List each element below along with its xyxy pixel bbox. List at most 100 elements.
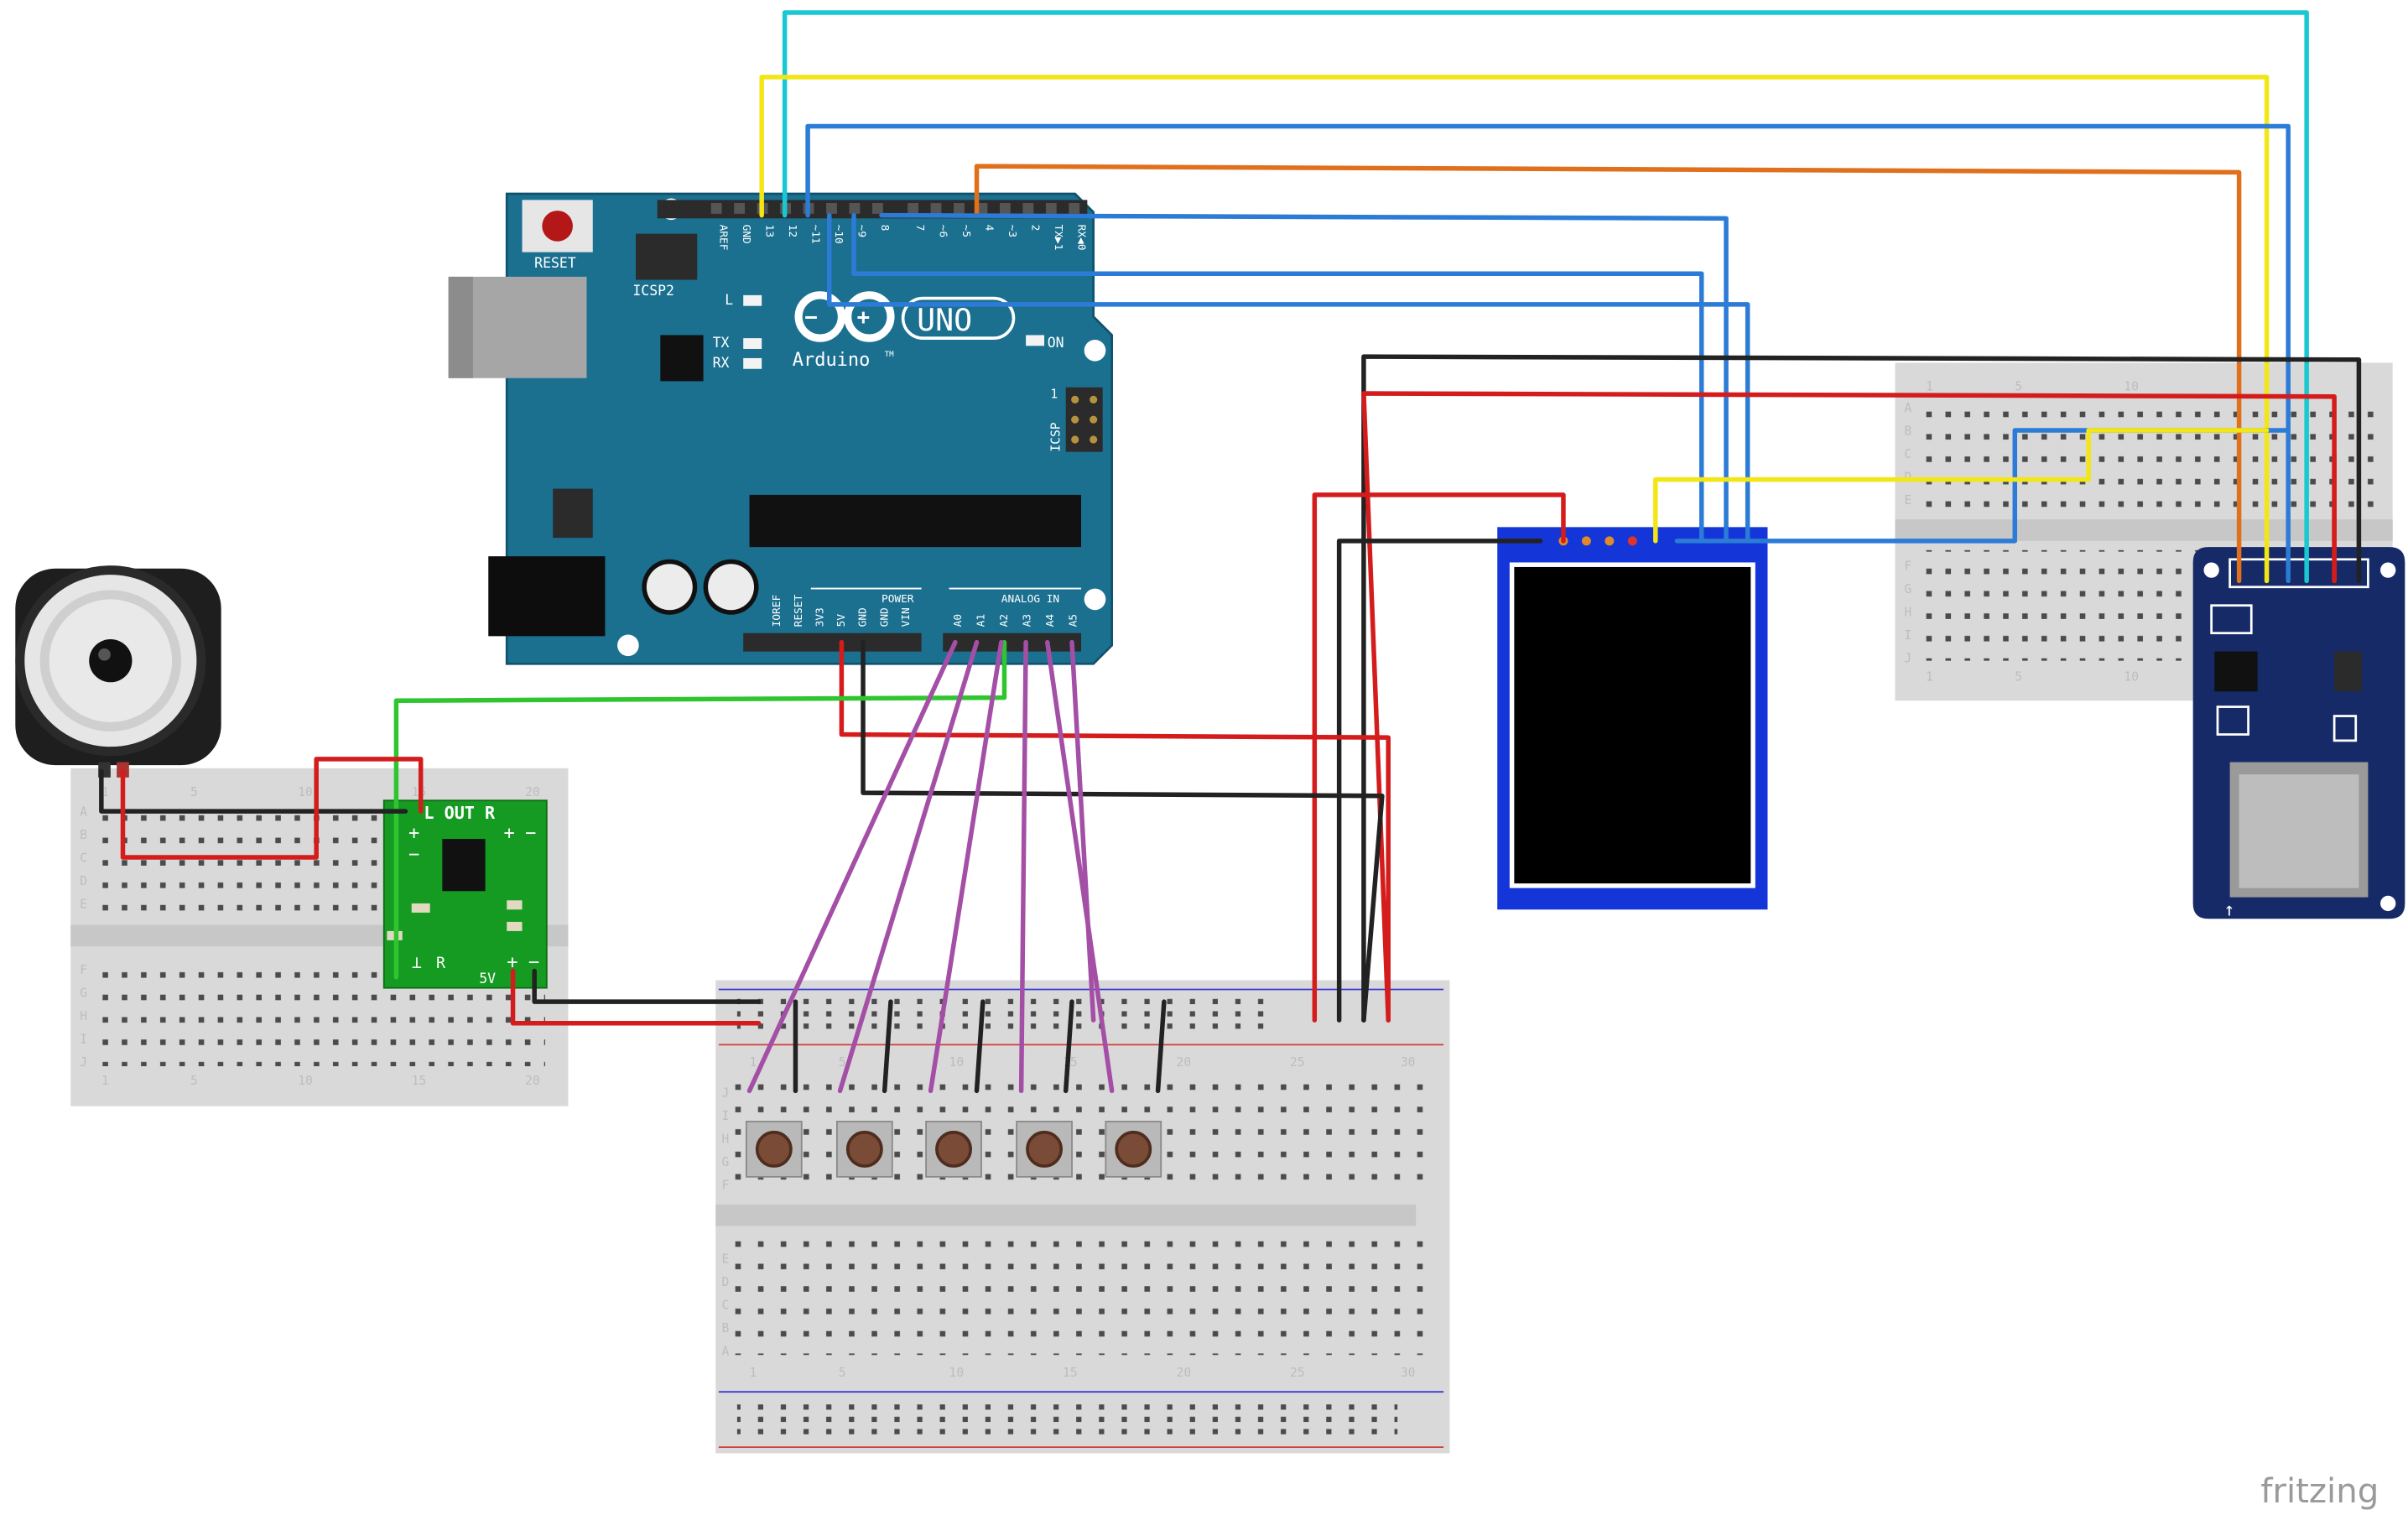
header-pin [930,203,942,214]
row-label: J [1904,651,1911,665]
col-label: 1 [101,785,109,799]
digital-pin-label: RX◀0 [1074,225,1087,251]
row-label: C [1904,447,1911,461]
header-pin [908,203,918,214]
wire-black-top [1361,354,2362,1023]
row-label: H [80,1009,87,1023]
row-label: D [80,874,87,888]
digital-pin-label: ~6 [937,225,949,237]
col-label: 15 [412,1074,427,1088]
digital-pin-label: ~3 [1006,225,1018,237]
icsp-label: ICSP [1048,422,1063,451]
arduino-logo: − + [794,291,895,342]
svg-text:↑: ↑ [2223,900,2234,921]
amp-plus-right: + [504,823,515,844]
analog-pin-label: A5 [1068,614,1080,627]
wire-purple-a0 [746,639,958,1094]
header-pin [826,203,837,214]
col-label: 10 [2124,379,2139,393]
header-pin [954,203,965,214]
row-label: B [722,1321,730,1335]
digital-pin-label: 8 [878,225,891,232]
push-button[interactable] [1105,1121,1162,1178]
amp-supply-label: 5V [479,971,496,987]
header-pin [999,203,1011,214]
col-label: 10 [949,1366,965,1380]
amp-r-label: R [436,955,446,972]
amplifier-module: L OUT R + − + − ⊥ R 5V + − [382,799,548,989]
wire-cyan [782,10,2309,584]
col-label: 1 [101,1074,109,1088]
col-label: 30 [1401,1055,1416,1070]
amp-ground-label: ⊥ [412,952,422,972]
digital-pin-label: ~10 [832,225,845,244]
wire-purple-a5 [1069,639,1096,1023]
row-label: C [722,1298,730,1312]
wire-black-amp-power [532,968,762,1004]
wire-purple-a1 [837,639,980,1094]
row-label: H [722,1132,730,1147]
row-label: F [722,1179,730,1193]
board-name: UNO [917,302,972,338]
arduino-uno-board: RESET ICSP2 L TX RX ON − + UNO Arduino T… [448,192,1114,665]
row-label: G [1904,582,1911,596]
row-label: D [722,1275,730,1289]
col-label: 1 [750,1055,757,1070]
row-label: A [722,1344,730,1358]
row-label: H [1904,606,1911,620]
digital-pin-label: TX▶1 [1052,225,1064,251]
speaker [15,565,221,778]
wire-yellow [759,75,2270,584]
wire-red-amp-power [510,968,762,1026]
wire-red-speaker [120,757,424,860]
digital-pin-label: ~11 [809,225,822,244]
col-label: 1 [1926,379,1933,393]
col-label: 5 [2015,379,2022,393]
wire-green-audio [393,639,1007,980]
digital-pin-label: AREF [717,225,730,251]
wire-purple-a3 [1018,639,1028,1094]
header-pin [1069,203,1080,214]
row-label: E [722,1252,730,1266]
col-label: 10 [298,785,313,799]
button-ground-wires [793,999,1167,1094]
power-pin-label: 5V [835,614,848,627]
led-l-label: L [725,292,733,308]
row-label: E [80,897,87,911]
col-label: 20 [525,1074,540,1088]
push-button[interactable] [925,1121,982,1178]
amp-minus-left: − [408,845,419,866]
col-label: 10 [949,1055,965,1070]
wire-blue-b [879,212,1729,544]
header-pin [1045,203,1057,214]
col-label: 5 [839,1366,846,1380]
amp-output-label: L OUT R [424,803,496,823]
col-label: 1 [1926,669,1933,684]
header-pin [976,203,988,214]
led-on-label: ON [1048,335,1064,351]
row-label: J [80,1055,87,1070]
power-pin-label: GND [878,607,891,627]
wire-blue-c [851,212,1704,544]
digital-pin-label: 13 [763,225,776,237]
row-label: G [722,1155,730,1169]
fritzing-watermark: fritzing [2260,1472,2379,1511]
push-button[interactable] [745,1121,803,1178]
brand-label: Arduino [793,350,871,371]
push-button[interactable] [1016,1121,1073,1178]
analog-pin-label: A1 [975,614,988,627]
header-pin [849,203,861,214]
wire-black-speaker [99,768,408,814]
col-label: 25 [1290,1055,1305,1070]
row-label: F [1904,560,1911,574]
col-label: 5 [190,785,198,799]
breadboard-large: J I H G F E D C B A 1 5 10 15 20 25 30 1… [715,980,1450,1454]
digital-pin-label: 7 [913,225,926,232]
wire-black-gnd [861,639,1385,1023]
icsp-pin1-label: 1 [1050,388,1058,402]
icsp2-header [636,233,698,280]
row-label: B [80,828,87,842]
push-button[interactable] [835,1121,893,1178]
svg-text:+: + [857,305,870,331]
